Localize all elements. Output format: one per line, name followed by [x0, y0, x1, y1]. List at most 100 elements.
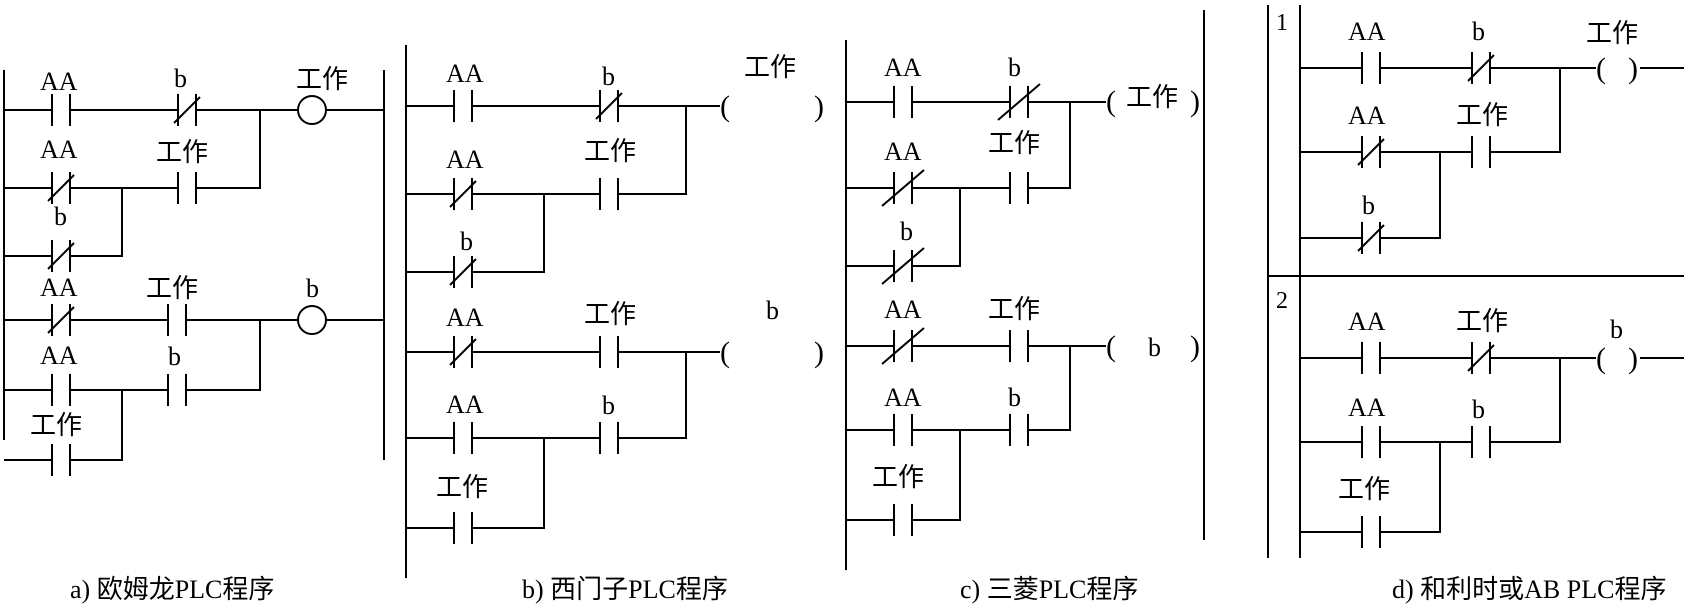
contact-no [453, 422, 473, 454]
contact-label: AA [446, 303, 484, 332]
contact-no [1361, 52, 1381, 84]
contact-label: b [174, 64, 187, 93]
rung-wire [406, 106, 687, 195]
contact-no [453, 90, 473, 122]
rung-wire [4, 110, 261, 189]
contact-label: b [54, 202, 67, 231]
rung-wire [4, 320, 261, 391]
contact-label: AA [40, 135, 78, 164]
rung-wire [1300, 68, 1561, 153]
coil-label: 工作 [296, 65, 348, 94]
contact-label: AA [884, 295, 922, 324]
contact-no [1361, 342, 1381, 374]
contact-no [51, 444, 71, 476]
contact-label: b [168, 342, 181, 371]
contact-no [1009, 172, 1029, 204]
contact-label: AA [1348, 393, 1386, 422]
caption-hollysys-ab: d) 和利时或AB PLC程序 [1392, 575, 1666, 604]
coil-bracket-close: ) [1190, 330, 1200, 363]
coil [297, 305, 327, 335]
contact-label: 工作 [1456, 307, 1508, 336]
contact-no [1471, 136, 1491, 168]
contact-label: AA [884, 137, 922, 166]
contact-no [1471, 426, 1491, 458]
coil-bracket-open: ( [720, 90, 730, 123]
rung-wire [846, 346, 1071, 431]
contact-label: AA [40, 273, 78, 302]
contact-no [177, 172, 197, 204]
coil-bracket-open: ( [1596, 342, 1606, 375]
contact-label: 工作 [584, 137, 636, 166]
contact-nc [1467, 342, 1495, 374]
contact-no [599, 178, 619, 210]
contact-nc [47, 172, 75, 204]
contact-label: b [1472, 17, 1485, 46]
rung-wire [846, 430, 961, 521]
contact-no [1361, 426, 1381, 458]
contact-no [599, 422, 619, 454]
contact-nc [997, 83, 1041, 121]
contact-label: b [900, 217, 913, 246]
contact-nc [449, 178, 477, 210]
contact-label: AA [884, 53, 922, 82]
contact-label: AA [884, 383, 922, 412]
coil-bracket-close: ) [1628, 52, 1638, 85]
coil-bracket-open: ( [720, 336, 730, 369]
contact-no [599, 336, 619, 368]
contact-no [1009, 330, 1029, 362]
rung-wire [4, 188, 123, 257]
panel-hollysys-ab: 1 2 ( ) ( ) AA b 工作 AA 工作 b AA 工作 b [1267, 5, 1684, 604]
rung-wire [1300, 358, 1561, 443]
coil-bracket-open: ( [1596, 52, 1606, 85]
contact-nc [1357, 222, 1385, 254]
contact-label: 工作 [988, 129, 1040, 158]
coil-label: b [766, 296, 779, 325]
panel-omron: AA b 工作 AA 工作 b AA 工作 b AA b 工作 a) 欧姆龙PL… [3, 64, 385, 604]
contact-nc [881, 327, 925, 365]
coil-label: b [1610, 315, 1623, 344]
coil-label: 工作 [1126, 83, 1178, 112]
contact-label: 工作 [30, 411, 82, 440]
contact-label: 工作 [988, 295, 1040, 324]
contact-no [167, 374, 187, 406]
coil-label: 工作 [744, 53, 796, 82]
coil [297, 95, 327, 125]
coil-bracket-open: ( [1106, 85, 1116, 118]
rung-wire [406, 194, 545, 273]
contact-label: b [1008, 383, 1021, 412]
coil-bracket-close: ) [814, 90, 824, 123]
contact-no [1009, 414, 1029, 446]
contact-nc [1467, 52, 1495, 84]
contact-nc [47, 304, 75, 336]
contact-no [51, 94, 71, 126]
contact-label: 工作 [156, 138, 208, 167]
coil-bracket-close: ) [814, 336, 824, 369]
contact-label: AA [1348, 101, 1386, 130]
contact-nc [47, 240, 75, 272]
contact-label: AA [1348, 307, 1386, 336]
contact-label: b [602, 62, 615, 91]
contact-label: 工作 [872, 463, 924, 492]
contact-label: AA [446, 390, 484, 419]
contact-nc [1357, 136, 1385, 168]
contact-label: 工作 [584, 300, 636, 329]
contact-label: b [460, 227, 473, 256]
contact-nc [595, 90, 623, 122]
caption-siemens: b) 西门子PLC程序 [522, 575, 728, 604]
contact-label: b [1472, 395, 1485, 424]
rung-wire [1300, 442, 1441, 533]
coil-label: b [306, 274, 319, 303]
coil-bracket-close: ) [1628, 342, 1638, 375]
contact-label: AA [446, 145, 484, 174]
contact-label: AA [1348, 17, 1386, 46]
contact-no [893, 414, 913, 446]
coil-label: b [1148, 333, 1161, 362]
contact-no [1361, 516, 1381, 548]
rung-wire [406, 438, 545, 529]
contact-label: 工作 [1456, 101, 1508, 130]
rung-wire [1300, 152, 1441, 239]
coil-label: 工作 [1586, 19, 1638, 48]
panel-siemens: ( ) ( ) AA b 工作 AA 工作 b AA 工作 b AA b 工作 … [405, 45, 824, 604]
caption-omron: a) 欧姆龙PLC程序 [70, 575, 274, 604]
